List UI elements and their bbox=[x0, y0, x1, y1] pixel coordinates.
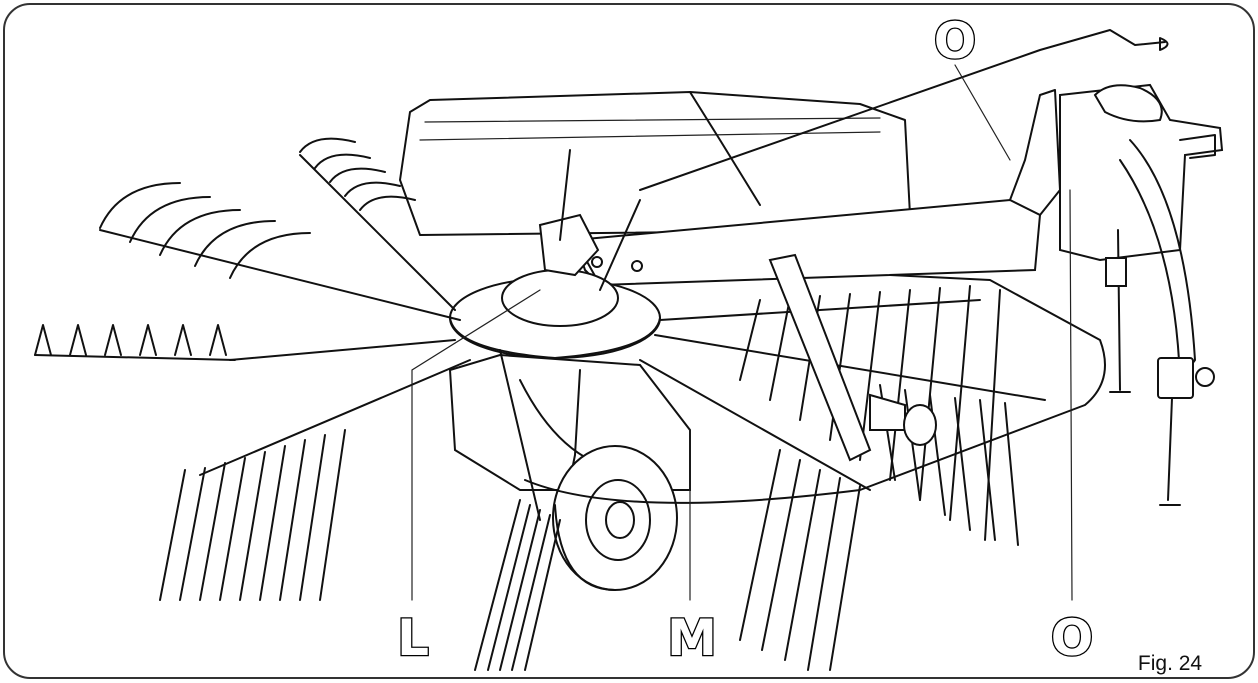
callout-O-bottom: O bbox=[1051, 609, 1094, 667]
figure-caption: Fig. 24 bbox=[1138, 652, 1203, 675]
guard-hoop bbox=[524, 274, 1106, 504]
leader-L bbox=[411, 289, 541, 601]
tine-group-left bbox=[34, 324, 236, 361]
callout-O-top: O bbox=[934, 12, 977, 70]
tine-group-bottom bbox=[474, 449, 861, 671]
tine-group-lower-left bbox=[159, 429, 346, 601]
tine-group-upper-left bbox=[99, 137, 416, 279]
callout-L: L bbox=[397, 609, 429, 667]
support-strut bbox=[768, 253, 937, 462]
tine-arms bbox=[99, 149, 1046, 521]
ground-wheel bbox=[552, 445, 678, 591]
rotary-rake-drawing bbox=[34, 29, 1224, 671]
tine-group-right bbox=[739, 285, 1019, 546]
callout-M: M bbox=[667, 609, 717, 667]
leader-O-bottom bbox=[1069, 189, 1073, 601]
rear-frame bbox=[399, 91, 911, 236]
leader-O-top bbox=[954, 64, 1011, 161]
headstock bbox=[1059, 83, 1224, 506]
control-rod bbox=[639, 29, 1166, 191]
figure-border bbox=[3, 3, 1255, 679]
